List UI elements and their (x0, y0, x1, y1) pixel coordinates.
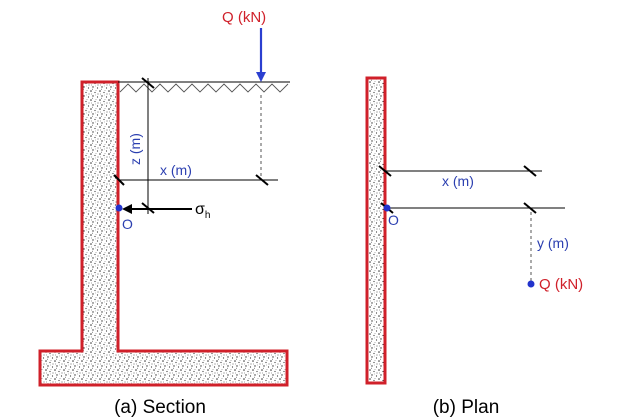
plan-offset-tick-right (523, 165, 537, 177)
section-caption: (a) Section (114, 397, 206, 418)
plan-view: x (m) y (m) O Q (kN) (b) Plan (365, 76, 583, 418)
retaining-wall (38, 80, 289, 387)
offset-tick-right (255, 174, 269, 186)
plan-lateral-label: y (m) (537, 235, 569, 251)
ground-hatch (119, 83, 289, 93)
depth-label: z (m) (127, 133, 143, 165)
offset-label: x (m) (160, 162, 192, 178)
wall-plan (365, 76, 387, 385)
plan-load-point (527, 280, 535, 288)
offset-tick-left (113, 174, 125, 186)
origin-point (115, 204, 123, 212)
plan-caption: (b) Plan (433, 397, 500, 418)
plan-origin-label: O (388, 212, 399, 228)
depth-tick-top (141, 77, 155, 89)
plan-offset-label: x (m) (442, 173, 474, 189)
plan-load-label: Q (kN) (539, 276, 583, 293)
origin-label: O (122, 216, 133, 232)
plan-origin-point (383, 204, 391, 212)
plan-offset-tick-left (378, 165, 392, 177)
section-view: Q (kN) z (m) x (m) σh O (a) Section (38, 9, 290, 418)
load-label: Q (kN) (222, 9, 266, 26)
stress-label: σh (195, 201, 210, 221)
plan-reference-tick-right (523, 202, 537, 214)
